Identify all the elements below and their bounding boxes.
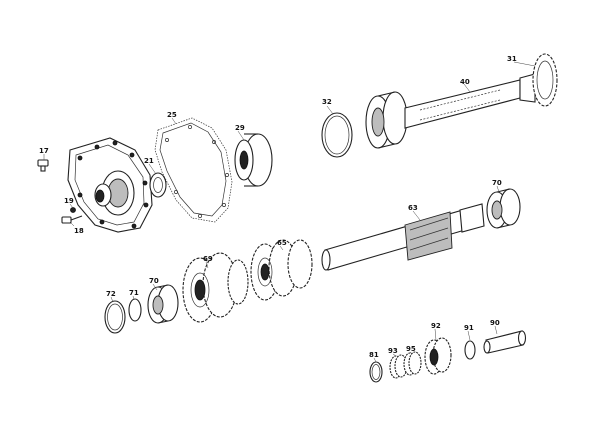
- label-70-right: 70: [492, 179, 502, 187]
- label-91: 91: [464, 324, 474, 332]
- gear-92: [424, 337, 452, 375]
- label-81: 81: [369, 351, 379, 359]
- bearing-70-right: [486, 188, 521, 229]
- bolt-18: [61, 215, 83, 224]
- label-70-left: 70: [149, 277, 159, 285]
- label-95: 95: [406, 345, 416, 353]
- ring-81: [369, 361, 383, 383]
- snap-ring-72: [104, 300, 126, 334]
- label-63: 63: [408, 204, 418, 212]
- label-71: 71: [129, 289, 139, 297]
- label-40: 40: [460, 78, 470, 86]
- flanged-hub-29: [234, 133, 273, 187]
- snap-ring-32: [321, 112, 353, 158]
- label-29: 29: [235, 124, 245, 132]
- gear-cluster-65: [250, 239, 313, 301]
- gear-69: [182, 252, 249, 323]
- ring-91: [464, 340, 476, 360]
- label-69: 69: [203, 255, 213, 263]
- label-90: 90: [490, 319, 500, 327]
- label-21: 21: [144, 157, 154, 165]
- screw-17: [37, 159, 49, 172]
- main-shaft-63: [321, 203, 485, 271]
- label-32: 32: [322, 98, 332, 106]
- screw-19: [70, 207, 76, 213]
- label-93: 93: [388, 347, 398, 355]
- ring-71: [128, 298, 142, 322]
- label-17: 17: [39, 147, 49, 155]
- seal-ring-21: [149, 172, 167, 198]
- label-25: 25: [167, 111, 177, 119]
- housing-cover: [67, 137, 153, 233]
- label-72: 72: [106, 290, 116, 298]
- label-18: 18: [74, 227, 84, 235]
- gasket-25: [154, 117, 233, 223]
- label-19: 19: [64, 197, 74, 205]
- pin-90: [483, 330, 527, 354]
- label-31: 31: [507, 55, 517, 63]
- bearing-70-left: [147, 284, 179, 324]
- label-65: 65: [277, 239, 287, 247]
- bearing-95: [403, 351, 422, 376]
- label-92: 92: [431, 322, 441, 330]
- input-shaft-40: [365, 53, 558, 149]
